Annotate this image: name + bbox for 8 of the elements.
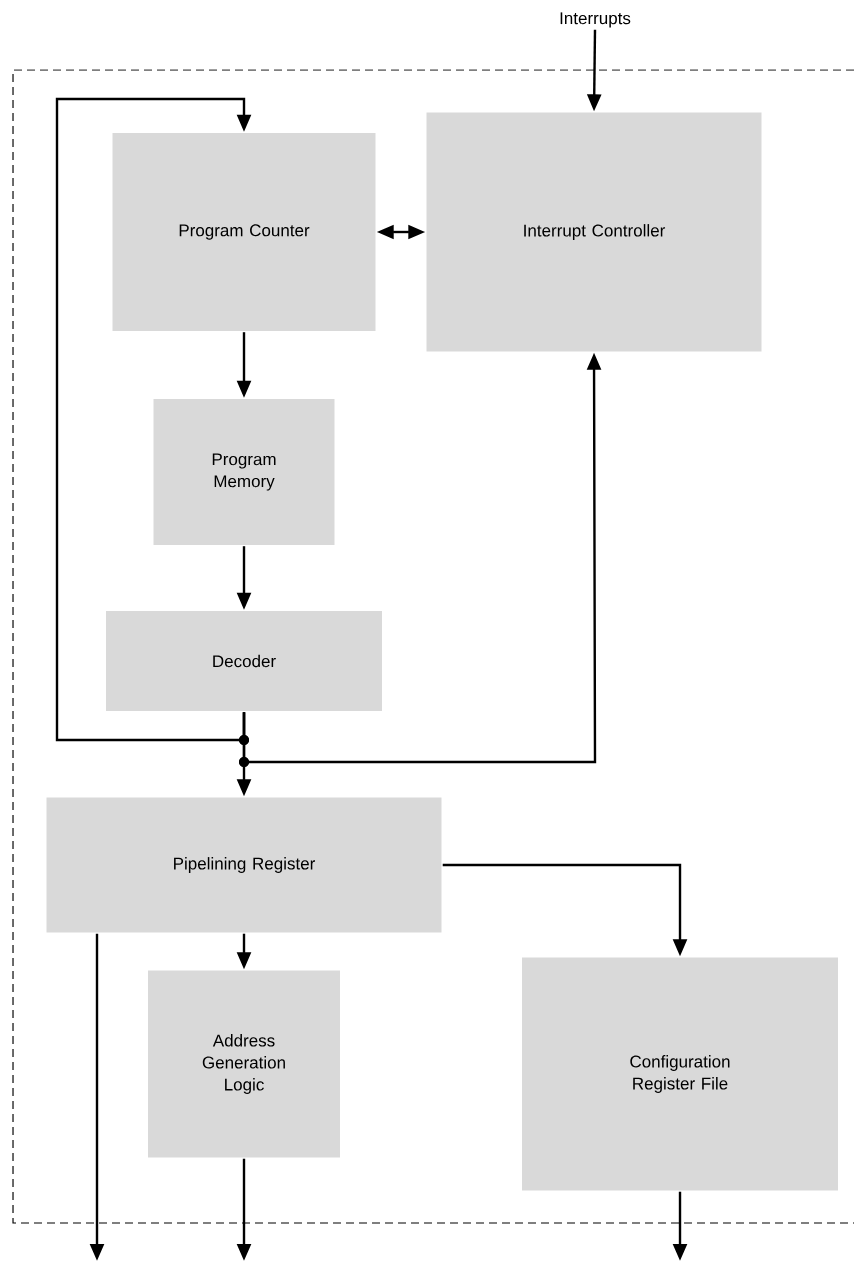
process-box: Program Counter (112, 133, 376, 331)
process-box: Program Memory (153, 399, 335, 545)
process-box: Pipelining Register (46, 797, 442, 933)
process-box: Address Generation Logic (148, 970, 340, 1158)
process-box: Decoder (106, 611, 382, 711)
process-box: Interrupt Controller (426, 112, 762, 352)
input-label: Interrupts (560, 12, 631, 28)
process-box: Configuration Register File (522, 957, 838, 1191)
